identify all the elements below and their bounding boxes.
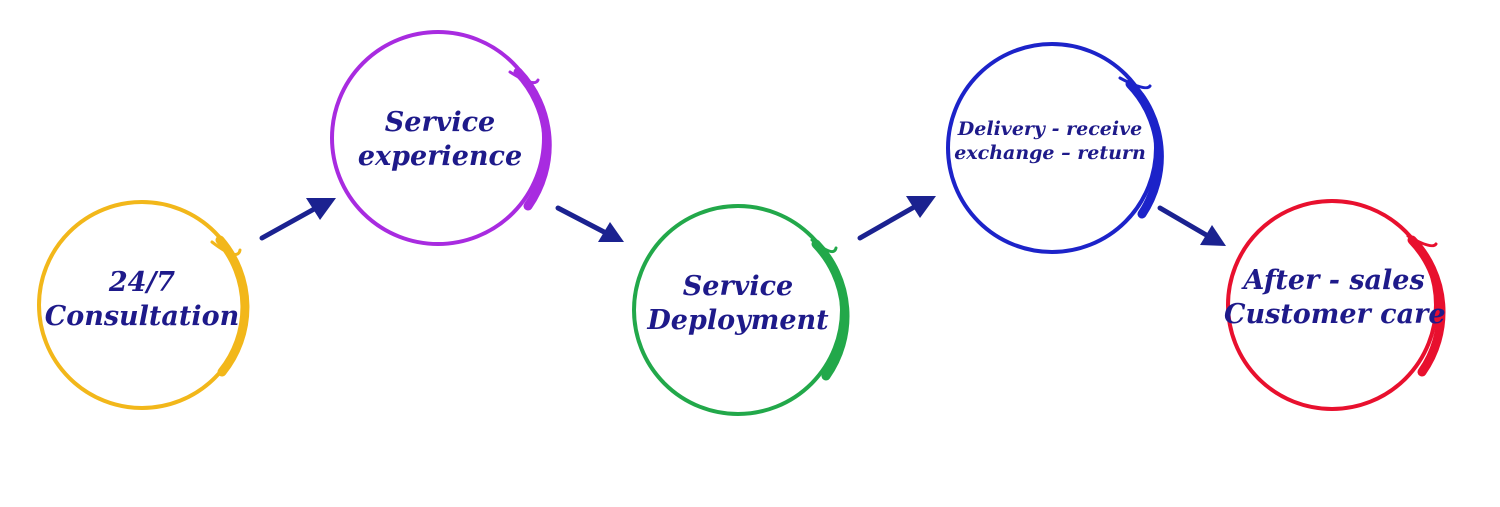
step-circle-after-sales: [1226, 199, 1446, 411]
label-line-1: 24/7: [108, 267, 176, 298]
step-circle-service-experience: [330, 30, 552, 246]
label-line-2: Consultation: [44, 300, 240, 332]
arrow-experience-to-deployment: [555, 205, 624, 242]
circle-thick-arc: [811, 239, 850, 381]
label-after-sales: After - sales Customer care: [1224, 264, 1446, 332]
label-line-2: Deployment: [647, 304, 829, 336]
label-line-1: Service: [682, 271, 794, 302]
step-circle-delivery: [946, 42, 1164, 254]
label-service-deployment: Service Deployment: [638, 270, 838, 338]
circle-thick-arc: [1407, 235, 1446, 377]
arrow-delivery-to-after-sales: [1157, 205, 1226, 246]
label-line-1: After - sales: [1243, 265, 1425, 296]
circle-stroke: [1226, 199, 1438, 411]
arrow-head: [1200, 225, 1226, 246]
label-line-1: Service: [384, 107, 496, 138]
step-circle-service-deployment: [632, 204, 850, 416]
label-line-2: Customer care: [1224, 298, 1446, 330]
arrow-shaft: [857, 203, 919, 241]
circle-brush-tail: [1118, 76, 1152, 90]
step-circle-consultation: [37, 200, 250, 410]
circle-thick-arc: [215, 235, 250, 377]
arrow-head: [906, 196, 936, 218]
circle-thick-arc: [513, 67, 552, 211]
label-service-experience: Service experience: [340, 106, 540, 174]
arrow-shaft: [259, 205, 319, 241]
label-line-1: Delivery - receive: [957, 118, 1143, 140]
arrow-shaft: [1157, 205, 1211, 239]
arrow-deployment-to-delivery: [857, 196, 936, 241]
arrow-head: [598, 222, 624, 242]
label-consultation: 24/7 Consultation: [42, 266, 242, 334]
label-line-2: experience: [357, 140, 523, 172]
arrow-shaft: [555, 205, 609, 236]
arrow-consultation-to-experience: [259, 198, 336, 241]
arrow-head: [306, 198, 336, 220]
label-delivery: Delivery - receive exchange – return: [945, 118, 1155, 166]
circle-thick-arc: [1125, 79, 1164, 219]
label-line-2: exchange – return: [954, 141, 1146, 164]
